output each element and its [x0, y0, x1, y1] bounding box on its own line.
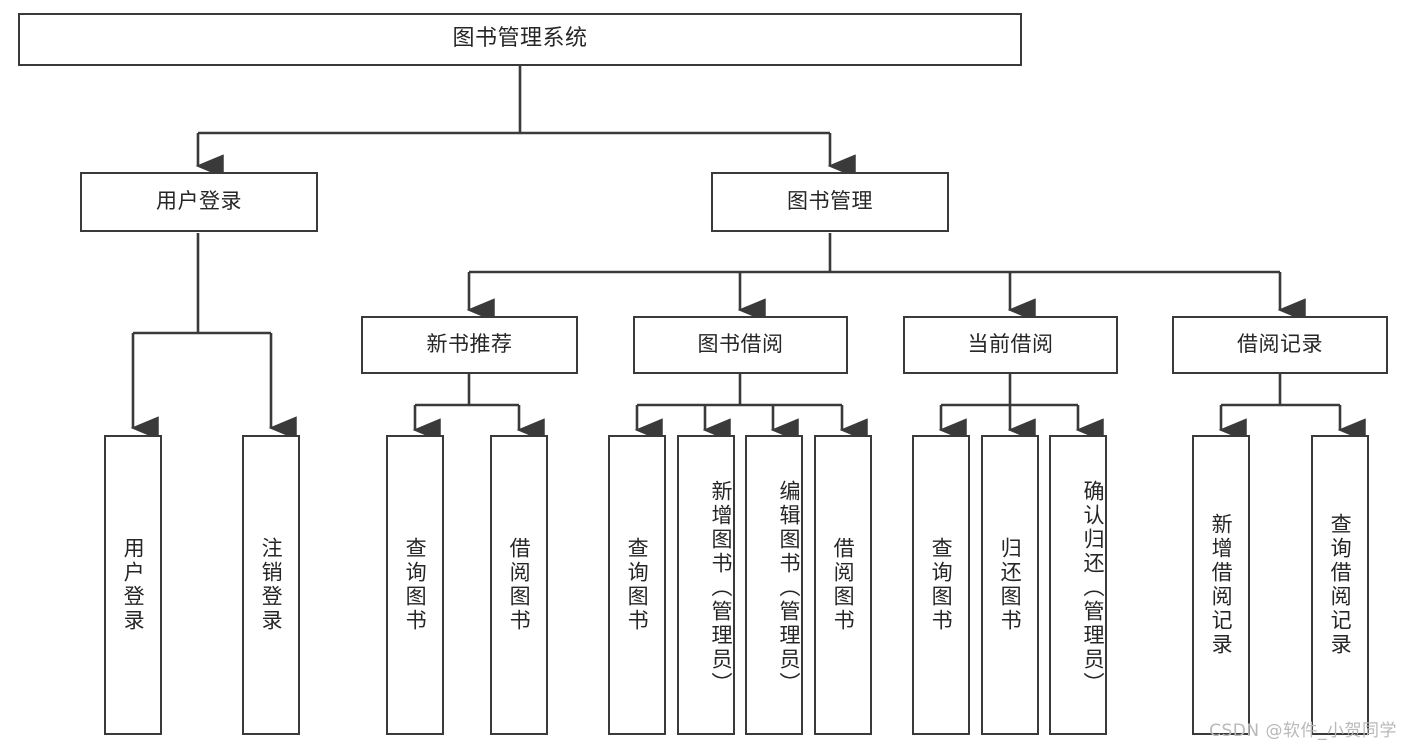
node-label: 查询借阅记录: [1328, 513, 1353, 657]
leaf-book-borrow-edit-book-admin[interactable]: 编辑图书（管理员）: [745, 435, 803, 735]
node-label: 注销登录: [259, 537, 284, 633]
node-label: 新增图书（管理员）: [709, 480, 733, 696]
node-label: 新增借阅记录: [1209, 513, 1234, 657]
node-label: 编辑图书（管理员）: [777, 480, 801, 696]
node-book-borrow[interactable]: 图书借阅: [633, 316, 848, 374]
leaf-book-borrow-query-book[interactable]: 查询图书: [608, 435, 666, 735]
node-current-borrow[interactable]: 当前借阅: [903, 316, 1118, 374]
leaf-book-borrow-borrow-book[interactable]: 借阅图书: [814, 435, 872, 735]
leaf-new-book-borrow-book[interactable]: 借阅图书: [490, 435, 548, 735]
node-user-login[interactable]: 用户登录: [80, 172, 318, 232]
node-label: 图书借阅: [697, 332, 784, 357]
leaf-borrow-record-query-record[interactable]: 查询借阅记录: [1311, 435, 1369, 735]
node-label: 图书管理系统: [452, 26, 588, 52]
node-label: 用户登录: [156, 189, 242, 214]
node-label: 借阅记录: [1237, 332, 1323, 357]
node-label: 新书推荐: [426, 332, 513, 357]
node-label: 用户登录: [121, 537, 146, 633]
node-label: 图书管理: [787, 189, 873, 214]
leaf-borrow-record-add-record[interactable]: 新增借阅记录: [1192, 435, 1250, 735]
node-label: 查询图书: [929, 537, 954, 633]
node-label: 借阅图书: [831, 537, 856, 633]
leaf-new-book-query-book[interactable]: 查询图书: [386, 435, 444, 735]
node-label: 归还图书: [998, 537, 1023, 633]
leaf-book-borrow-add-book-admin[interactable]: 新增图书（管理员）: [677, 435, 735, 735]
leaf-current-borrow-return-book[interactable]: 归还图书: [981, 435, 1039, 735]
node-borrow-record[interactable]: 借阅记录: [1172, 316, 1388, 374]
node-label: 借阅图书: [507, 537, 532, 633]
node-label: 查询图书: [403, 537, 428, 633]
leaf-current-borrow-query-book[interactable]: 查询图书: [912, 435, 970, 735]
node-new-book-recommend[interactable]: 新书推荐: [361, 316, 578, 374]
leaf-current-borrow-confirm-return-admin[interactable]: 确认归还（管理员）: [1049, 435, 1107, 735]
node-label: 确认归还（管理员）: [1081, 480, 1105, 696]
watermark-text: CSDN @软件_小贺同学: [1209, 721, 1397, 741]
node-label: 当前借阅: [967, 332, 1054, 357]
node-root-book-management-system[interactable]: 图书管理系统: [18, 13, 1022, 66]
node-label: 查询图书: [625, 537, 650, 633]
leaf-user-login-login[interactable]: 用户登录: [104, 435, 162, 735]
node-book-management[interactable]: 图书管理: [711, 172, 949, 232]
leaf-user-login-logout[interactable]: 注销登录: [242, 435, 300, 735]
